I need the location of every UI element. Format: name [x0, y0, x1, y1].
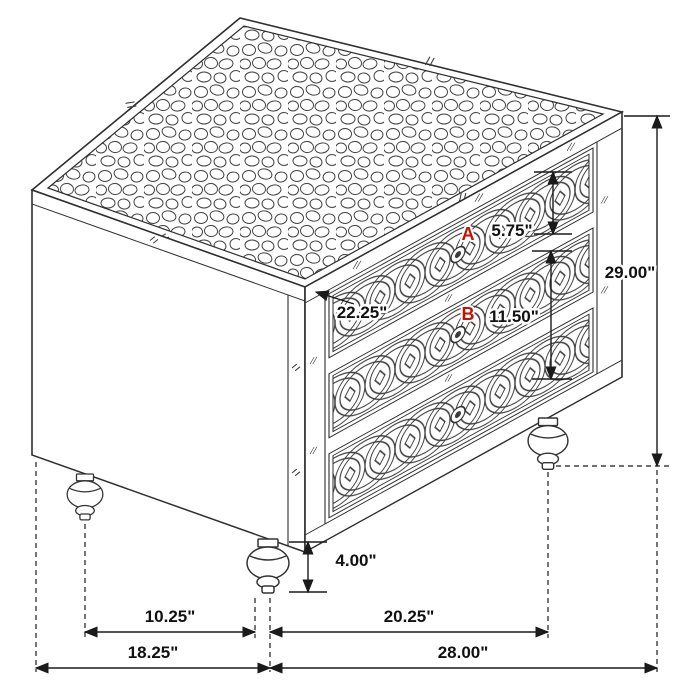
- front-top-band: [305, 127, 622, 304]
- drawer-a-marker: A: [462, 224, 475, 244]
- dimension-total-height: 29.00": [556, 114, 670, 468]
- dimension-feet-depth: 10.25": [83, 605, 257, 638]
- drawer-3-front: [328, 307, 594, 519]
- inner-width-label: 22.25": [337, 303, 388, 322]
- dimension-layer: 29.00" 5.75" 11.50" 22.25" A B: [34, 114, 670, 674]
- drawer-2-knob-center: [455, 331, 461, 338]
- feet-width-label: 20.25": [384, 607, 435, 626]
- drawer-1-knob-center: [455, 251, 461, 258]
- drawer-2-front: [328, 227, 594, 439]
- drawer-3: [328, 307, 594, 519]
- inner-width-leader: [314, 290, 355, 305]
- foot-rear-left: [66, 473, 104, 521]
- croc-texture: [46, 25, 605, 280]
- total-depth-label: 18.25": [128, 643, 179, 662]
- total-width-label: 28.00": [438, 643, 489, 662]
- drawer-b-height-label: 11.50": [489, 307, 539, 326]
- front-bottom-band: [305, 359, 622, 536]
- total-height-label: 29.00": [605, 263, 656, 282]
- dimension-feet-width: 20.25": [268, 605, 550, 638]
- left-top-band: [32, 203, 305, 302]
- drawer-2: [328, 227, 594, 439]
- dimension-drawer-b-height: 11.50": [487, 249, 572, 381]
- drawer-a-height-label: 5.75": [491, 221, 532, 240]
- front-panel: [304, 110, 623, 554]
- dimension-total-depth: 18.25": [34, 641, 272, 674]
- dimension-drawer-a-height: 5.75": [489, 170, 572, 243]
- feet-depth-label: 10.25": [145, 607, 196, 626]
- drawer-1: [328, 147, 594, 359]
- dimension-foot-height: 4.00": [289, 540, 379, 594]
- top-surface: [30, 17, 625, 288]
- dimension-inner-width: 22.25": [314, 290, 390, 325]
- foot-front-left: [246, 538, 290, 594]
- drawer-1-front: [328, 147, 594, 359]
- foot-height-label: 4.00": [335, 551, 376, 570]
- drawer-3-knob-center: [455, 411, 461, 418]
- dimension-total-width: 28.00": [268, 641, 659, 674]
- nightstand-drawing: [30, 17, 625, 594]
- drawer-b-marker: B: [462, 304, 475, 324]
